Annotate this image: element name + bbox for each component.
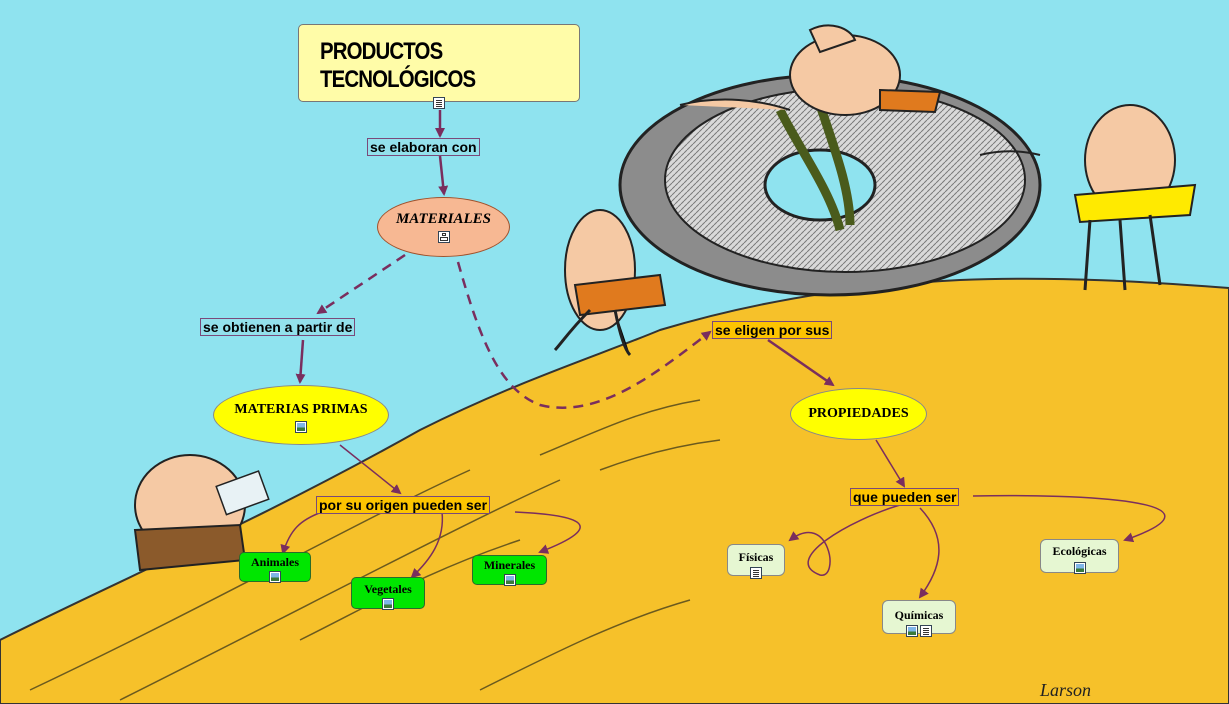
title-node[interactable]: PRODUCTOS TECNOLÓGICOS xyxy=(298,24,580,109)
artist-signature: Larson xyxy=(1039,680,1091,700)
materiales-text: MATERIALES xyxy=(395,211,492,227)
link-label-se-elaboran-con[interactable]: se elaboran con xyxy=(367,138,480,156)
caveman-writing xyxy=(133,454,270,572)
caveman-right xyxy=(979,104,1197,291)
image-icon[interactable] xyxy=(503,574,516,586)
fisicas-node[interactable]: Físicas xyxy=(727,544,785,579)
fisicas-text: Físicas xyxy=(738,549,774,564)
minerales-node[interactable]: Minerales xyxy=(472,555,547,586)
image-icon[interactable] xyxy=(1073,562,1086,574)
image-icon[interactable] xyxy=(295,420,307,433)
animales-node[interactable]: Animales xyxy=(239,552,311,583)
materiales-node[interactable]: MATERIALES xyxy=(377,197,510,257)
connections xyxy=(280,110,1166,599)
image-icon[interactable] xyxy=(382,598,394,610)
ecologicas-text: Ecológicas xyxy=(1052,544,1107,558)
image-icon[interactable] xyxy=(269,571,281,583)
document-icon[interactable] xyxy=(433,97,445,109)
document-icon[interactable] xyxy=(750,566,762,579)
animales-text: Animales xyxy=(251,555,299,569)
image-icon[interactable] xyxy=(906,624,918,637)
propiedades-node[interactable]: PROPIEDADES xyxy=(790,388,927,440)
document-icon[interactable] xyxy=(920,624,932,637)
link-label-por-su-origen-pueden-ser[interactable]: por su origen pueden ser xyxy=(316,496,491,514)
vegetales-node[interactable]: Vegetales xyxy=(351,577,425,610)
materias-primas-node[interactable]: MATERIAS PRIMAS xyxy=(213,385,389,445)
propiedades-text: PROPIEDADES xyxy=(808,406,909,421)
link-label-que-pueden-ser[interactable]: que pueden ser xyxy=(850,488,960,506)
minerales-text: Minerales xyxy=(483,558,536,572)
stone-wheel xyxy=(618,73,1042,297)
title-text: PRODUCTOS TECNOLÓGICOS xyxy=(320,38,476,93)
submap-icon[interactable] xyxy=(437,231,450,243)
quimicas-text: Químicas xyxy=(894,607,944,622)
quimicas-node[interactable]: Químicas xyxy=(882,600,956,637)
caveman-left-pushing xyxy=(553,209,667,357)
link-label-se-eligen-por-sus[interactable]: se eligen por sus xyxy=(712,321,833,339)
materias-primas-text: MATERIAS PRIMAS xyxy=(234,401,368,417)
vegetales-text: Vegetales xyxy=(364,582,412,596)
caveman-top xyxy=(679,24,942,116)
link-label-se-obtienen-a-partir-de[interactable]: se obtienen a partir de xyxy=(200,318,356,336)
ecologicas-node[interactable]: Ecológicas xyxy=(1040,539,1119,574)
